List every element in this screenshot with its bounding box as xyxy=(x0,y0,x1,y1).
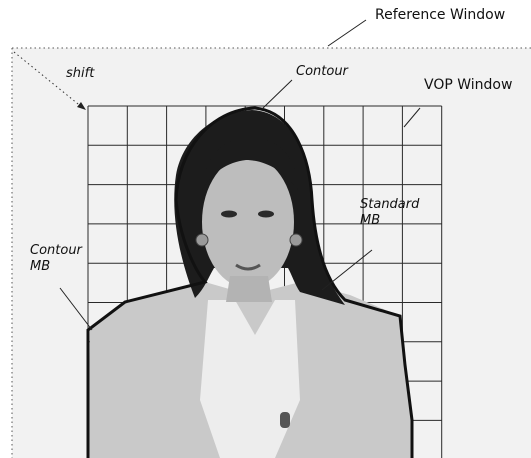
face-shape xyxy=(202,156,294,288)
contour-leader xyxy=(261,79,293,110)
bangs-shape xyxy=(202,137,298,190)
woman-portrait-image xyxy=(88,110,412,458)
shift-arrow xyxy=(13,51,84,109)
shift-label: shift xyxy=(66,66,95,81)
standard-mb-leader xyxy=(321,249,373,291)
vop-window-label: VOP Window xyxy=(424,77,512,93)
contour-mb-label-line1: Contour xyxy=(30,243,84,258)
left-earring xyxy=(195,233,209,247)
neck-shape xyxy=(226,276,272,302)
blouse-shape xyxy=(200,300,300,458)
object-contour xyxy=(86,106,414,458)
contour-mb-label-line2: MB xyxy=(30,259,50,274)
shift-arrowhead xyxy=(77,102,86,110)
contour-label: Contour xyxy=(296,64,350,79)
right-eye xyxy=(258,210,274,218)
right-earring xyxy=(289,233,303,247)
contour-mb-leader xyxy=(59,287,93,331)
mouth xyxy=(235,263,261,271)
lapel-microphone xyxy=(280,412,290,428)
standard-mb-label-line1: Standard xyxy=(360,197,420,212)
reference-window-label: Reference Window xyxy=(375,7,505,23)
vop-window-leader xyxy=(403,107,421,128)
reference-window-leader xyxy=(327,19,367,47)
standard-mb-label-line2: MB xyxy=(360,213,380,228)
left-eye xyxy=(221,210,237,218)
